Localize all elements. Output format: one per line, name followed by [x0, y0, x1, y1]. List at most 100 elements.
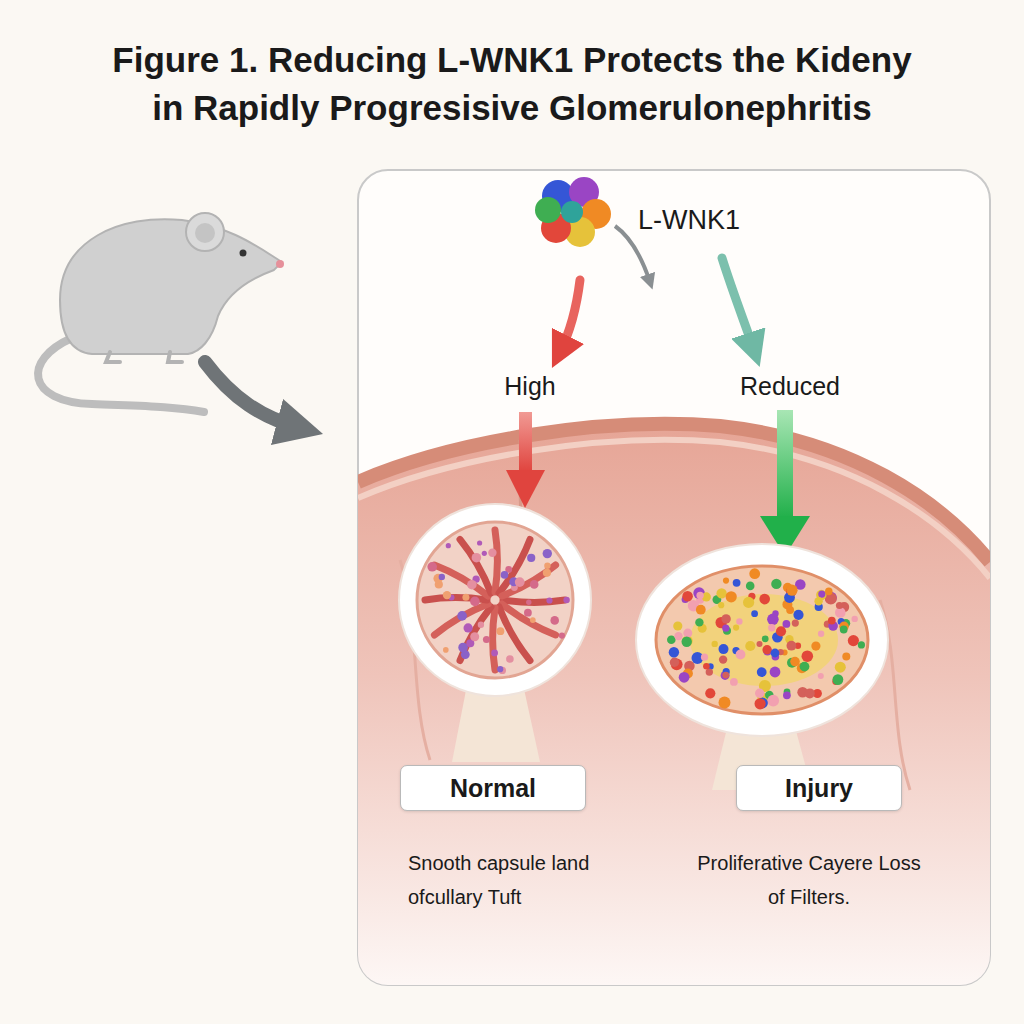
cell-dot — [443, 591, 451, 599]
level-label: High — [460, 372, 600, 401]
cell-dot — [848, 635, 859, 646]
cell-dot — [682, 637, 692, 647]
cell-dot — [757, 667, 767, 677]
cell-dot — [506, 655, 514, 663]
cell-dot — [811, 642, 820, 651]
cell-dot — [792, 620, 799, 627]
capillary-loops — [425, 530, 565, 670]
cell-dot — [719, 697, 731, 709]
cell-dot — [770, 667, 781, 678]
cell-dot — [472, 553, 482, 563]
cell-dot — [695, 618, 703, 626]
cell-dot — [858, 641, 865, 648]
cell-dot — [852, 616, 858, 622]
figure-title: Figure 1. Reducing L-WNK1 Protects the K… — [102, 36, 922, 132]
cell-dot — [673, 621, 682, 630]
mouse-body — [60, 219, 282, 354]
cell-dot — [682, 636, 693, 647]
cell-dot — [786, 585, 797, 596]
down-arrow-head — [506, 470, 545, 508]
cell-dot — [745, 641, 755, 651]
cell-dot — [783, 691, 791, 699]
cell-dot — [771, 579, 781, 589]
capillary-loop — [502, 565, 556, 596]
cell-dot — [443, 647, 449, 653]
bowman-capsule — [636, 544, 888, 736]
cell-dot — [767, 695, 779, 707]
flow-arrow — [205, 362, 300, 428]
cell-dot — [762, 635, 769, 642]
cell-dot — [462, 594, 469, 601]
cell-dot — [515, 577, 525, 587]
cell-dot — [667, 635, 676, 644]
cell-dot — [776, 626, 786, 636]
capillary-loop — [493, 608, 495, 670]
mouse-ear-inner — [195, 223, 215, 243]
cell-dot — [771, 649, 780, 658]
description-text: Proliferative Cayere Loss of Filters. — [696, 846, 922, 914]
cell-dot — [805, 688, 815, 698]
cell-dot — [701, 654, 708, 661]
cell-dot — [683, 629, 692, 638]
cell-dot — [772, 610, 778, 616]
cell-dot — [746, 582, 755, 591]
capillary-loop — [495, 530, 497, 592]
cell-dot — [723, 578, 729, 584]
cell-dot — [719, 655, 727, 663]
cell-dot — [833, 674, 844, 685]
cell-dot — [757, 641, 763, 647]
cell-dot — [703, 663, 710, 670]
cell-dot — [722, 625, 729, 632]
cell-dot — [768, 624, 775, 631]
mouse-eye — [240, 250, 247, 257]
cell-dot — [719, 644, 729, 654]
cell-dot — [478, 622, 484, 628]
cell-dot — [524, 609, 532, 617]
mouse-feet — [106, 352, 182, 362]
cell-dots — [427, 540, 569, 674]
cell-dot — [733, 625, 739, 631]
mouse-nose — [276, 260, 284, 268]
cell-dot — [550, 616, 559, 625]
cell-dot — [526, 600, 531, 605]
high-arrow — [560, 280, 580, 352]
cell-dot — [427, 562, 437, 572]
cell-dot — [530, 617, 536, 623]
cell-dot — [670, 658, 679, 667]
cell-dot — [488, 549, 496, 557]
cell-dot — [674, 632, 682, 640]
capillary-loop — [503, 600, 565, 602]
cell-dot — [530, 580, 539, 589]
description-text: Snooth capsule land ofcullary Tuft — [408, 846, 590, 914]
cell-dot — [470, 632, 479, 641]
level-label: Reduced — [710, 372, 870, 401]
cell-dot — [751, 610, 758, 617]
down-arrow-shaft — [519, 412, 532, 472]
cell-dot — [501, 571, 509, 579]
cell-dot — [477, 540, 482, 545]
cell-dot — [546, 597, 552, 603]
cell-dot — [759, 594, 770, 605]
kidney-tissue — [358, 424, 990, 985]
cell-dot — [755, 698, 766, 709]
cell-dot — [706, 668, 713, 675]
crescent-layer — [656, 566, 868, 714]
down-arrow-shaft — [777, 410, 793, 518]
cell-dots — [667, 568, 865, 709]
cell-dot — [563, 597, 569, 603]
cell-dot — [716, 588, 726, 598]
cell-dot — [679, 672, 690, 683]
cell-dot — [527, 554, 535, 562]
cell-dot — [559, 633, 565, 639]
reduced-arrow — [722, 258, 754, 350]
cell-dot — [814, 597, 822, 605]
molecule-blob — [561, 201, 583, 223]
cell-dot — [736, 650, 746, 660]
cell-dot — [696, 605, 706, 615]
cell-dot — [718, 602, 724, 608]
cell-dot — [800, 662, 810, 672]
cell-dot — [467, 580, 477, 590]
cell-dot — [446, 543, 451, 548]
